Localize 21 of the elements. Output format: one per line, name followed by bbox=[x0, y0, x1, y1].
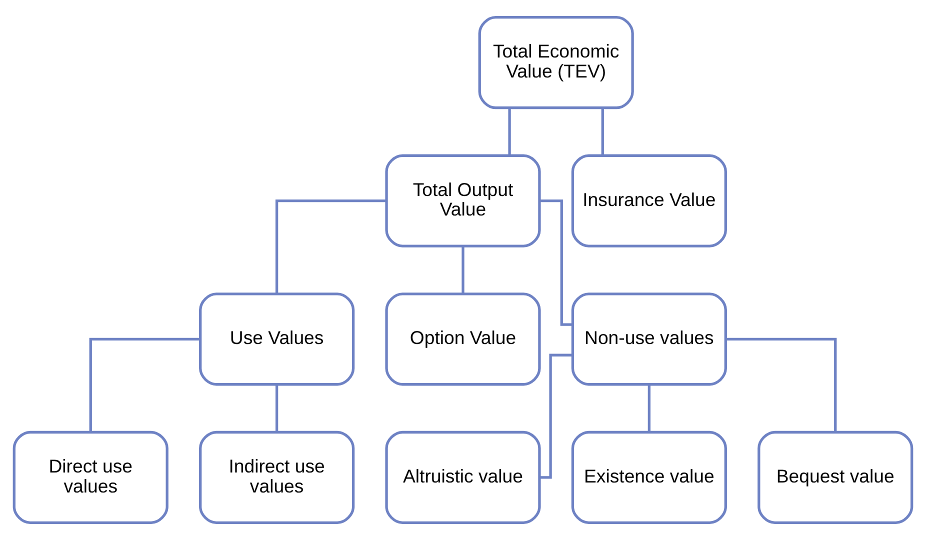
node-box: Option Value bbox=[385, 292, 541, 386]
connector bbox=[508, 108, 511, 156]
node-box: Use Values bbox=[199, 292, 355, 386]
connector bbox=[540, 200, 572, 326]
connector bbox=[648, 384, 651, 432]
node-box: Existence value bbox=[571, 430, 727, 524]
node-box: Insurance Value bbox=[571, 154, 727, 248]
connector bbox=[726, 338, 837, 432]
connector bbox=[601, 108, 604, 156]
connector bbox=[462, 246, 464, 294]
connector bbox=[275, 384, 278, 432]
node-box: Non-use values bbox=[571, 292, 727, 386]
connector bbox=[275, 200, 386, 294]
node-box: Direct use values bbox=[12, 430, 168, 524]
node-box: Total Economic Value (TEV) bbox=[478, 16, 634, 110]
connector bbox=[89, 338, 200, 432]
node-box: Bequest value bbox=[758, 430, 914, 524]
node-box: Indirect use values bbox=[199, 430, 355, 524]
node-box: Total Output Value bbox=[385, 154, 541, 248]
node-box: Altruistic value bbox=[385, 430, 541, 524]
connector bbox=[540, 354, 572, 479]
